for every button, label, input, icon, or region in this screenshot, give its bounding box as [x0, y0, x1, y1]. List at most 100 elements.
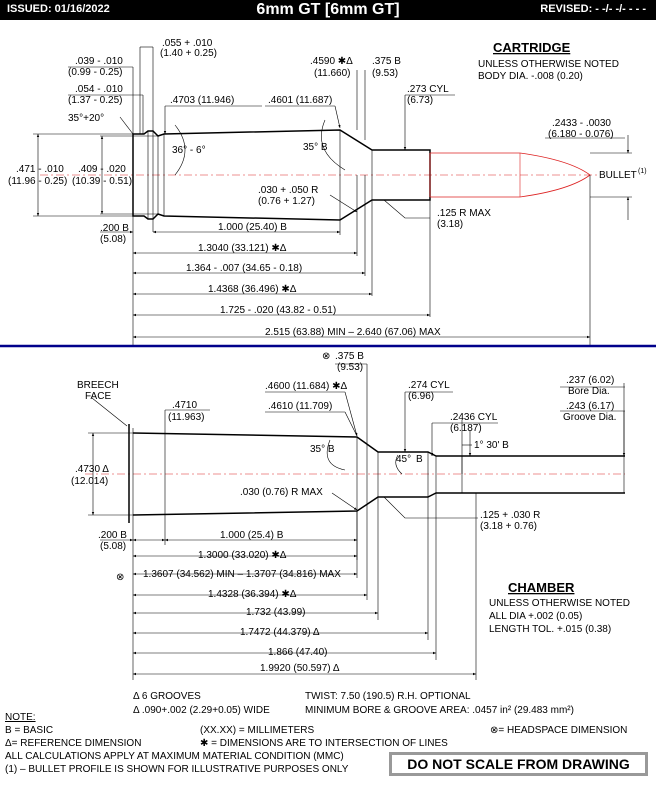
- ch-dim-274-mm: (6.96): [408, 391, 434, 402]
- breech-face-label-2: FACE: [85, 391, 111, 402]
- spec-area: MINIMUM BORE & GROOVE AREA: .0457 in² (2…: [305, 705, 574, 716]
- dim-409-mm: (10.39 - 0.51): [72, 176, 132, 187]
- ch-length-14328: 1.4328 (36.394) ✱Δ: [208, 589, 297, 600]
- ch-length-1866: 1.866 (47.40): [268, 647, 328, 658]
- ch-length-headspace: 1.3607 (34.562) MIN – 1.3707 (34.816) MA…: [143, 569, 341, 580]
- chamber-drawing: [85, 363, 626, 680]
- note-bullet: (1) – BULLET PROFILE IS SHOWN FOR ILLUST…: [5, 764, 349, 775]
- dim-039: .039 - .010: [75, 56, 123, 67]
- cartridge-note-1: UNLESS OTHERWISE NOTED: [478, 59, 619, 70]
- dim-273: .273 CYL: [407, 84, 449, 95]
- length-1364: 1.364 - .007 (34.65 - 0.18): [186, 263, 302, 274]
- ch-dim-4710: .4710: [172, 400, 197, 411]
- dim-055-mm: (1.40 + 0.25): [160, 48, 217, 59]
- drawing-title: 6mm GT [6mm GT]: [256, 1, 400, 18]
- angle-35b: 35° B: [303, 142, 328, 153]
- issued-date: ISSUED: 01/16/2022: [7, 3, 110, 15]
- ch-dim-375: .375 B: [335, 351, 364, 362]
- ch-dim-4730: .4730 Δ: [75, 464, 109, 475]
- bore-dia-label: Bore Dia.: [568, 386, 610, 397]
- ch-dim-274: .274 CYL: [408, 380, 450, 391]
- angle-1-30: 1° 30' B: [474, 440, 509, 451]
- chamber-outline: [132, 432, 625, 457]
- chamber-note-1: UNLESS OTHERWISE NOTED: [489, 598, 630, 609]
- cartridge-note-2: BODY DIA. -.008 (0.20): [478, 71, 583, 82]
- chamber-note-2: ALL DIA +.002 (0.05): [489, 611, 582, 622]
- chamber-heading: CHAMBER: [508, 580, 575, 595]
- dim-4590: .4590 ✱Δ: [310, 56, 353, 67]
- ch-length-13000: 1.3000 (33.020) ✱Δ: [198, 550, 287, 561]
- ch-dim-200: .200 B: [98, 530, 127, 541]
- ch-length-1000: 1.000 (25.4) B: [220, 530, 284, 541]
- ch-length-1732: 1.732 (43.99): [246, 607, 306, 618]
- cartridge-heading: CARTRIDGE: [493, 40, 571, 55]
- length-14368: 1.4368 (36.496) ✱Δ: [208, 284, 297, 295]
- do-not-scale-box: DO NOT SCALE FROM DRAWING: [389, 752, 648, 776]
- spec-width: Δ .090+.002 (2.29+0.05) WIDE: [133, 705, 270, 716]
- dim-200-mm: (5.08): [100, 234, 126, 245]
- spec-grooves: Δ 6 GROOVES: [133, 691, 201, 702]
- dim-2433-mm: (6.180 - 0.076): [548, 129, 614, 140]
- dim-273-mm: (6.73): [407, 95, 433, 106]
- dim-4601: .4601 (11.687): [268, 95, 332, 106]
- dim-055: .055 + .010: [162, 38, 213, 49]
- note-basic: B = BASIC: [5, 725, 53, 736]
- dim-2433: .2433 - .0030: [552, 118, 611, 129]
- dim-471: .471 - .010: [16, 164, 64, 175]
- angle-45: 45°: [396, 454, 411, 465]
- ch-dim-375-mm: (9.53): [337, 362, 363, 373]
- dim-054: .054 - .010: [75, 84, 123, 95]
- ch-dim-4610: .4610 (11.709): [268, 401, 332, 412]
- groove-dia: .243 (6.17): [566, 401, 614, 412]
- dim-4590-mm: (11.660): [314, 68, 351, 79]
- bore-dia: .237 (6.02): [566, 375, 614, 386]
- length-13040: 1.3040 (33.121) ✱Δ: [198, 243, 287, 254]
- length-1000: 1.000 (25.40) B: [218, 222, 287, 233]
- ch-dim-125r-mm: (3.18 + 0.76): [480, 521, 537, 532]
- note-title: NOTE:: [5, 712, 36, 723]
- dim-375-mm: (9.53): [372, 68, 398, 79]
- note-ref: Δ= REFERENCE DIMENSION: [5, 738, 141, 749]
- ch-length-17472: 1.7472 (44.379) Δ: [240, 627, 320, 638]
- cartridge-drawing: [33, 46, 632, 345]
- angle-36: 36° - 6°: [172, 145, 206, 156]
- note-intersect: ✱ = DIMENSIONS ARE TO INTERSECTION OF LI…: [200, 738, 448, 749]
- ch-dim-200-mm: (5.08): [100, 541, 126, 552]
- dim-471-mm: (11.96 - 0.25): [8, 176, 67, 187]
- chamber-note-3: LENGTH TOL. +.015 (0.38): [489, 624, 611, 635]
- length-1725: 1.725 - .020 (43.82 - 0.51): [220, 305, 336, 316]
- note-mm: (XX.XX) = MILLIMETERS: [200, 725, 315, 736]
- revised-date: REVISED: - -/- -/- - - -: [540, 3, 646, 15]
- ch-dim-125r: .125 + .030 R: [480, 510, 540, 521]
- ch-dim-4710-mm: (11.963): [168, 412, 205, 423]
- dim-039-mm: (0.99 - 0.25): [68, 67, 122, 78]
- dim-125r-mm: (3.18): [437, 219, 463, 230]
- dim-030r: .030 + .050 R: [258, 185, 318, 196]
- spec-twist: TWIST: 7.50 (190.5) R.H. OPTIONAL: [305, 691, 471, 702]
- dim-409: .409 - .020: [78, 164, 126, 175]
- ch-dim-2436-mm: (6.187): [450, 423, 482, 434]
- dim-4703: .4703 (11.946): [170, 95, 234, 106]
- dim-030r-mm: (0.76 + 1.27): [258, 196, 315, 207]
- ch-angle-35b: 35° B: [310, 444, 335, 455]
- bullet-label: BULLET: [599, 170, 637, 181]
- bullet-footnote-ref: (1): [638, 168, 647, 175]
- header-bar: ISSUED: 01/16/2022 6mm GT [6mm GT] REVIS…: [0, 0, 656, 20]
- dim-375: .375 B: [372, 56, 401, 67]
- ch-dim-4730-mm: (12.014): [71, 476, 108, 487]
- ch-dim-2436: .2436 CYL: [450, 412, 498, 423]
- headspace-symbol: ⊗: [322, 351, 330, 362]
- groove-dia-label: Groove Dia.: [563, 412, 616, 423]
- dim-125r: .125 R MAX: [437, 208, 491, 219]
- ch-dim-030r: .030 (0.76) R MAX: [240, 487, 323, 498]
- dim-200: .200 B: [100, 223, 129, 234]
- note-headspace: ⊗= HEADSPACE DIMENSION: [490, 725, 627, 736]
- dim-054-mm: (1.37 - 0.25): [68, 95, 122, 106]
- length-oal: 2.515 (63.88) MIN – 2.640 (67.06) MAX: [265, 327, 441, 338]
- ch-length-19920: 1.9920 (50.597) Δ: [260, 663, 340, 674]
- angle-35-20: 35°+20°: [68, 113, 104, 124]
- breech-face-label: BREECH: [77, 380, 119, 391]
- headspace-symbol-2: ⊗: [116, 572, 124, 583]
